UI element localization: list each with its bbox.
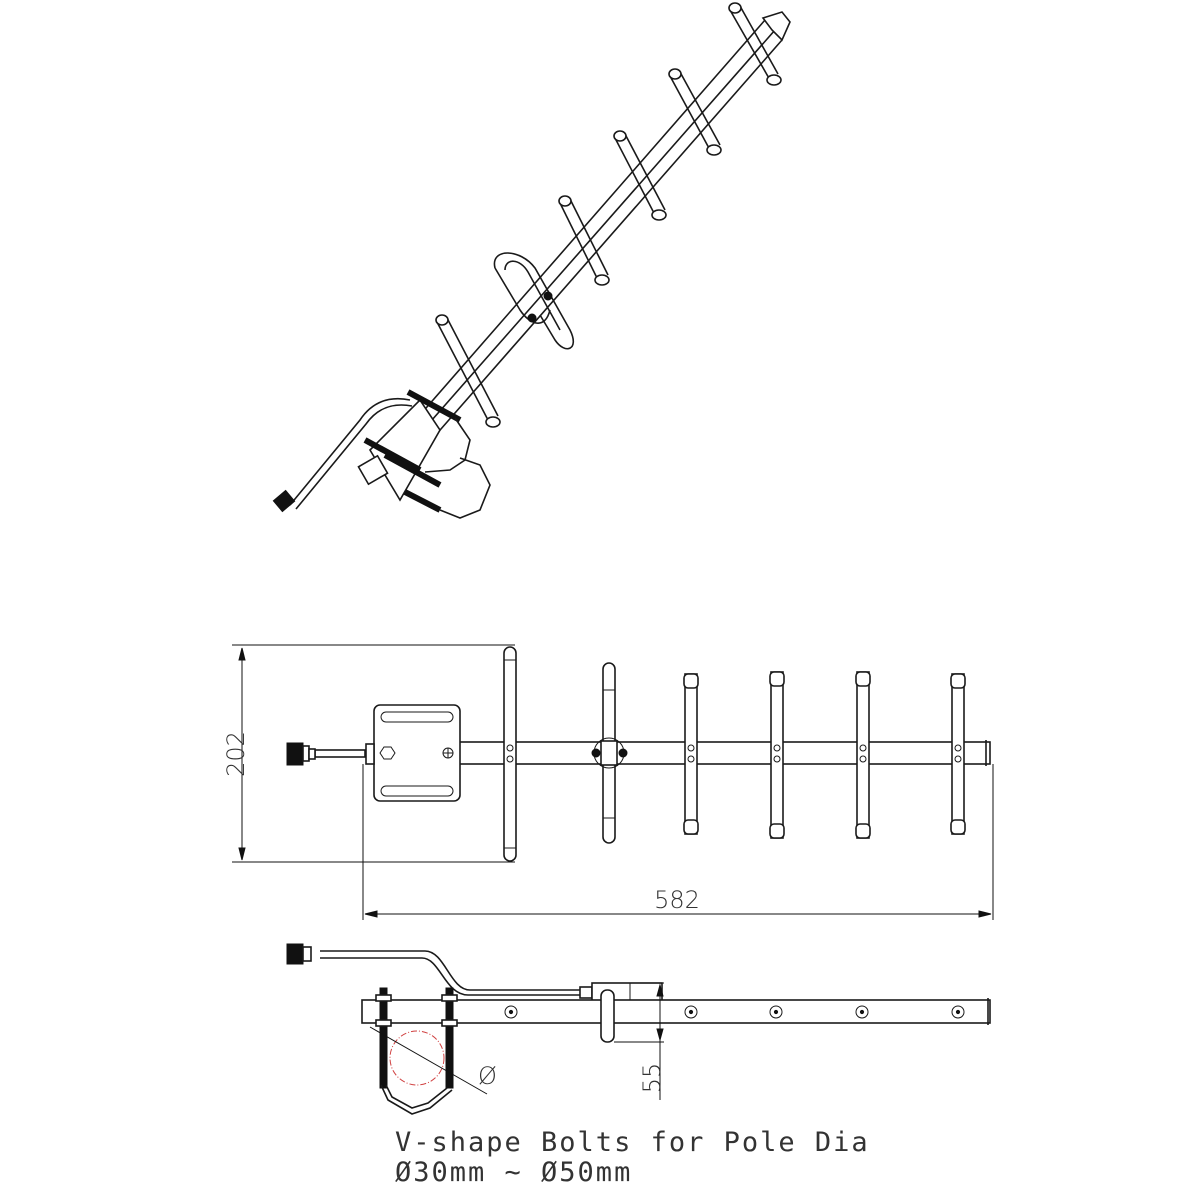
iso-director xyxy=(558,195,610,286)
isometric-view xyxy=(272,2,791,519)
dim-height: 202 xyxy=(222,731,250,777)
iso-director xyxy=(668,68,722,156)
iso-director xyxy=(613,130,667,221)
top-reflector xyxy=(503,646,517,862)
side-bolts xyxy=(504,1005,965,1019)
top-dipole xyxy=(591,662,628,844)
pole-circle xyxy=(389,1030,445,1086)
dim-diameter: Ø xyxy=(478,1062,497,1090)
top-directors xyxy=(683,671,966,839)
iso-director xyxy=(728,2,782,86)
side-view: Ø 55 xyxy=(286,943,991,1115)
mounting-note: V-shape Bolts for Pole Dia Ø30mm ~ Ø50mm xyxy=(395,1128,870,1188)
dim-offset: 55 xyxy=(638,1063,666,1094)
dim-length: 582 xyxy=(654,886,700,914)
note-line-2: Ø30mm ~ Ø50mm xyxy=(395,1157,633,1188)
iso-reflector xyxy=(435,314,501,428)
note-line-1: V-shape Bolts for Pole Dia xyxy=(395,1127,870,1158)
iso-dipole xyxy=(493,252,575,350)
top-view: 202 xyxy=(222,644,994,920)
side-vbolt: Ø xyxy=(369,987,497,1115)
iso-vbolts xyxy=(363,389,491,519)
